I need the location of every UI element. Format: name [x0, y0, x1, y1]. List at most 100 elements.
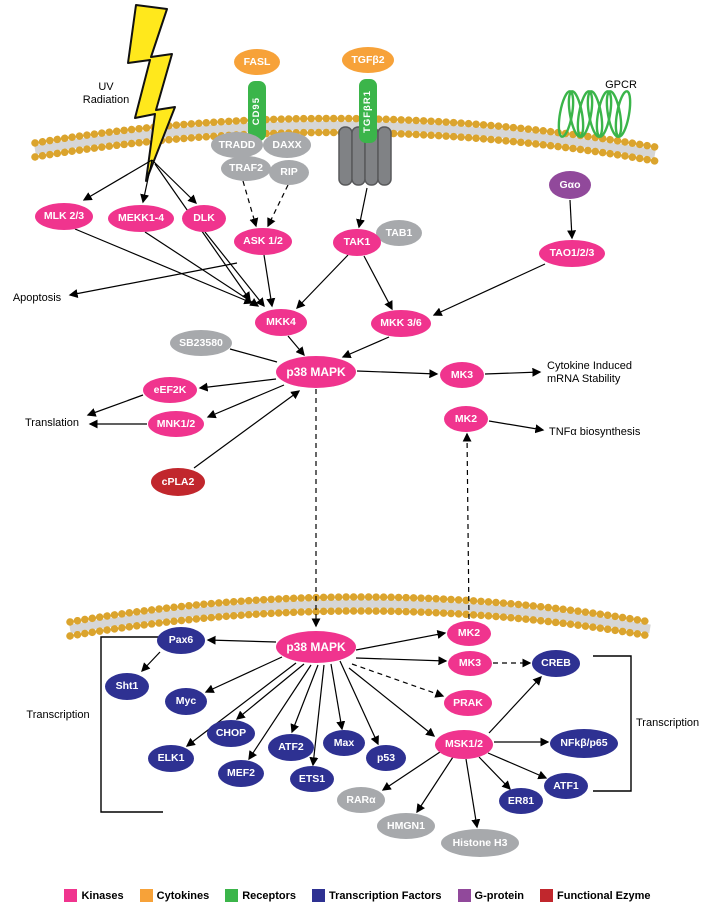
edge-13 [432, 263, 546, 316]
edge-14 [567, 199, 577, 240]
node-tao123: TAO1/2/3 [539, 239, 605, 267]
node-label: TRAF2 [229, 161, 263, 174]
edge-18 [229, 348, 278, 363]
label-transcription-right: Transcription [636, 717, 700, 729]
edge-22 [198, 378, 277, 392]
node-pax6: Pax6 [157, 626, 205, 654]
node-label: RIP [280, 165, 298, 178]
edge-26 [193, 390, 301, 469]
node-label: Pax6 [168, 633, 194, 646]
node-gao: Gαo [549, 171, 591, 199]
node-label: p38 MAPK [286, 365, 346, 379]
label-tnfa-biosynthesis: TNFα biosynthesis [549, 426, 641, 438]
node-label: Sht1 [115, 679, 139, 692]
node-label: TGFβR1 [362, 89, 374, 133]
node-label: ER81 [507, 794, 535, 807]
edge-4 [74, 228, 254, 305]
transcription-bracket-right [593, 655, 632, 792]
label-translation: Translation [24, 417, 79, 429]
node-label: ATF1 [553, 779, 579, 792]
gpcr-coils-icon [557, 90, 632, 138]
node-mk3-cyto: MK3 [440, 362, 484, 388]
legend-swatch [225, 889, 239, 902]
node-cpla2: cPLA2 [151, 468, 205, 496]
edge-47 [478, 756, 511, 790]
node-label: ATF2 [278, 740, 304, 753]
node-sb23580: SB23580 [170, 330, 232, 356]
edge-21 [488, 420, 545, 434]
node-label: MK2 [457, 626, 481, 639]
edge-40 [355, 656, 448, 666]
node-tgfbr1: TGFβR1 [359, 79, 377, 143]
edge-38 [339, 660, 379, 746]
node-myc: Myc [165, 687, 207, 715]
node-label: ASK 1/2 [243, 234, 283, 247]
node-chop: CHOP [207, 719, 255, 747]
node-cd95: CD95 [248, 81, 266, 141]
node-label: MK3 [450, 368, 474, 381]
node-label: DAXX [272, 138, 302, 151]
legend-swatch [457, 889, 471, 902]
node-creb: CREB [532, 649, 580, 677]
edge-32 [185, 662, 297, 747]
nuclear-membrane [66, 593, 654, 640]
edge-29 [206, 635, 277, 645]
node-dlk: DLK [182, 204, 226, 232]
receptor-oligomer [338, 126, 392, 186]
edge-9 [267, 184, 289, 228]
node-tab1: TAB1 [376, 220, 422, 246]
node-label: MEKK1-4 [117, 211, 165, 224]
node-er81: ER81 [499, 788, 543, 814]
legend-item-receptors: Receptors [225, 889, 296, 902]
label-gpcr: GPCR [605, 79, 637, 91]
node-label: CHOP [215, 726, 247, 739]
node-mkk4: MKK4 [255, 308, 307, 336]
edge-8 [242, 180, 259, 228]
node-label: SB23580 [179, 336, 223, 349]
node-p38-cyto: p38 MAPK [276, 356, 356, 388]
edge-48 [465, 758, 481, 829]
edge-7 [263, 254, 276, 308]
legend-item-transcription-factors: Transcription Factors [312, 889, 442, 902]
edge-43 [348, 667, 436, 737]
edge-17 [341, 336, 390, 359]
edge-36 [309, 664, 325, 767]
node-hmgn1: HMGN1 [377, 813, 435, 839]
edge-3 [154, 163, 251, 302]
edge-46 [487, 752, 548, 780]
legend-swatch [312, 889, 326, 902]
edge-50 [381, 751, 441, 791]
node-label: MSK1/2 [445, 737, 483, 750]
node-traf2: TRAF2 [221, 155, 271, 181]
label-uv-radiation: UV Radiation [82, 81, 130, 107]
node-label: NFkβ/p65 [560, 736, 608, 749]
node-label: DLK [193, 211, 215, 224]
node-label: cPLA2 [161, 475, 195, 488]
edge-0 [82, 159, 153, 201]
edge-35 [290, 664, 319, 734]
legend-item-functional-ezyme: Functional Ezyme [540, 889, 651, 902]
label-transcription-left: Transcription [26, 709, 90, 721]
node-msk12: MSK1/2 [435, 729, 493, 759]
node-mekk14: MEKK1-4 [108, 204, 174, 232]
edge-23 [206, 384, 285, 419]
node-label: TAO1/2/3 [549, 246, 595, 259]
node-label: MKK4 [266, 315, 296, 328]
node-label: CREB [541, 656, 571, 669]
edge-33 [235, 663, 305, 720]
node-rara: RARα [337, 787, 385, 813]
node-sht1: Sht1 [105, 672, 149, 700]
node-atf1: ATF1 [544, 773, 588, 799]
edge-5 [144, 231, 260, 307]
node-label: MK3 [458, 656, 482, 669]
node-label: TAK1 [343, 235, 371, 248]
node-label: MKK 3/6 [380, 316, 422, 329]
legend-item-kinases: Kinases [64, 889, 124, 902]
edges [68, 159, 577, 829]
legend-item-g-protein: G-protein [457, 889, 524, 902]
edge-16 [287, 335, 305, 357]
edge-1 [140, 159, 153, 204]
node-daxx: DAXX [263, 132, 311, 158]
